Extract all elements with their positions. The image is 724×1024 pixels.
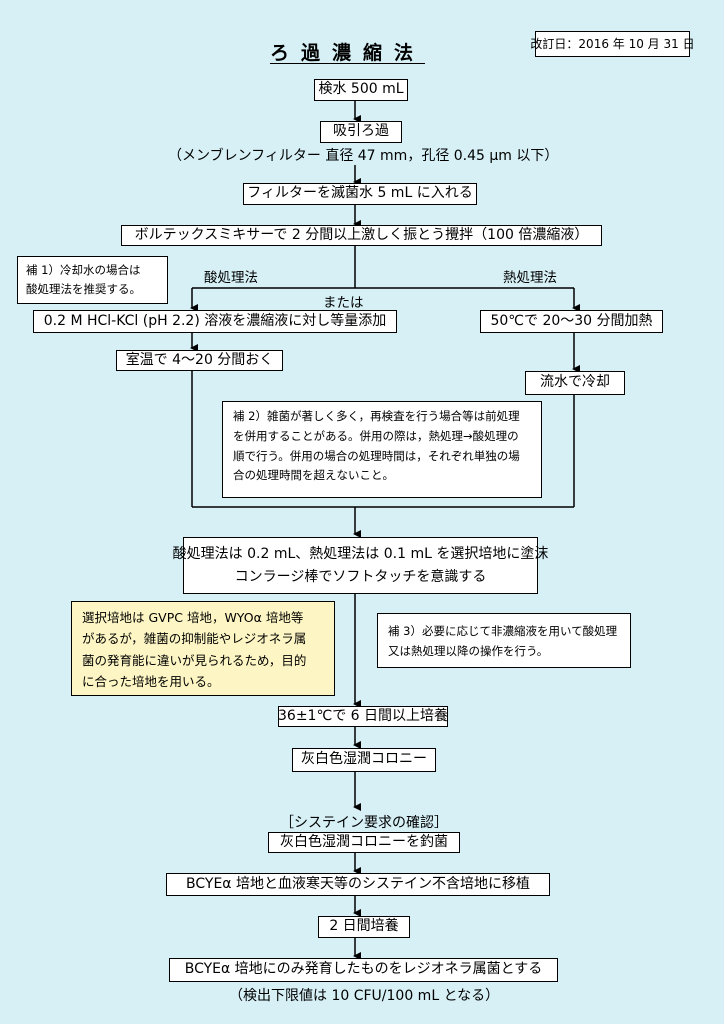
selective-note-line-4: に合った培地を用いる。 <box>82 673 220 689</box>
plating-line-2: コンラージ棒でソフトタッチを意識する <box>234 568 487 585</box>
step-sample: 検水 500 mL <box>314 79 408 101</box>
step-acid-wait: 室温で 4〜20 分間おく <box>116 350 283 371</box>
selective-note-line-3: 菌の発育能に違いが見られるため，目的 <box>82 652 307 668</box>
step-incubate-2-days: 2 日間培養 <box>318 916 410 938</box>
note-1: 補 1）冷却水の場合は 酸処理法を推奨する。 <box>17 256 168 304</box>
note-2-line-1: 補 2）雑菌が著しく多く，再検査を行う場合等は前処理 <box>233 409 520 423</box>
revision-date: 改訂日：2016 年 10 月 31 日 <box>530 31 695 57</box>
note-1-line-2: 酸処理法を推奨する。 <box>26 281 141 296</box>
cysteine-check-label: ［システイン要求の確認］ <box>280 815 448 831</box>
step-colony: 灰白色湿潤コロニー <box>292 748 436 772</box>
step-result: BCYEα 培地にのみ発育したものをレジオネラ属菌とする <box>169 958 558 982</box>
note-3: 補 3）必要に応じて非濃縮液を用いて酸処理 又は熱処理以降の操作を行う。 <box>377 613 631 668</box>
step-plating: 酸処理法は 0.2 mL、熱処理法は 0.1 mL を選択培地に塗沫 コンラージ… <box>173 537 548 594</box>
note-2-line-2: を併用することがある。併用の際は，熱処理→酸処理の <box>233 428 519 443</box>
note-3-line-1: 補 3）必要に応じて非濃縮液を用いて酸処理 <box>388 624 618 638</box>
step-acid-add: 0.2 M HCl-KCl (pH 2.2) 溶液を濃縮液に対し等量添加 <box>33 310 397 333</box>
page-title: ろ過濃縮法 <box>270 42 426 64</box>
step-vortex: ボルテックスミキサーで 2 分間以上激しく振とう攪拌（100 倍濃縮液） <box>121 225 602 246</box>
acid-branch-label: 酸処理法 <box>204 270 258 286</box>
plating-line-1: 酸処理法は 0.2 mL、熱処理法は 0.1 mL を選択培地に塗沫 <box>172 546 549 563</box>
step-pick-colony: 灰白色湿潤コロニーを釣菌 <box>268 832 460 853</box>
note-2-line-4: 合の処理時間を超えないこと。 <box>233 468 394 483</box>
note-1-line-1: 補 1）冷却水の場合は <box>26 263 141 277</box>
or-label: または <box>323 295 364 311</box>
step-cool: 流水で冷却 <box>525 371 625 395</box>
detection-limit: （検出下限値は 10 CFU/100 mL となる） <box>229 988 500 1004</box>
selective-medium-note: 選択培地は GVPC 培地，WYOα 培地等 があるが，雑菌の抑制能やレジオネラ… <box>71 601 335 696</box>
step-incubate: 36±1℃で 6 日間以上培養 <box>278 706 448 727</box>
note-2: 補 2）雑菌が著しく多く，再検査を行う場合等は前処理 を併用することがある。併用… <box>222 401 542 498</box>
heat-branch-label: 熱処理法 <box>503 270 557 286</box>
note-2-line-3: 順で行う。併用の場合の処理時間は，それぞれ単独の場 <box>233 448 520 463</box>
step-transfer: BCYEα 培地と血液寒天等のシステイン不含培地に移植 <box>166 873 550 896</box>
note-3-line-2: 又は熱処理以降の操作を行う。 <box>388 644 549 659</box>
step-heat: 50℃で 20〜30 分間加熱 <box>480 310 663 333</box>
filter-spec: （メンブレンフィルター 直径 47 mm，孔径 0.45 μm 以下） <box>168 148 559 164</box>
selective-note-line-2: があるが，雑菌の抑制能やレジオネラ属 <box>82 631 307 647</box>
step-filter-to-water: フィルターを滅菌水 5 mL に入れる <box>243 183 477 205</box>
selective-note-line-1: 選択培地は GVPC 培地，WYOα 培地等 <box>82 610 304 625</box>
step-suction-filtration: 吸引ろ過 <box>320 121 402 143</box>
